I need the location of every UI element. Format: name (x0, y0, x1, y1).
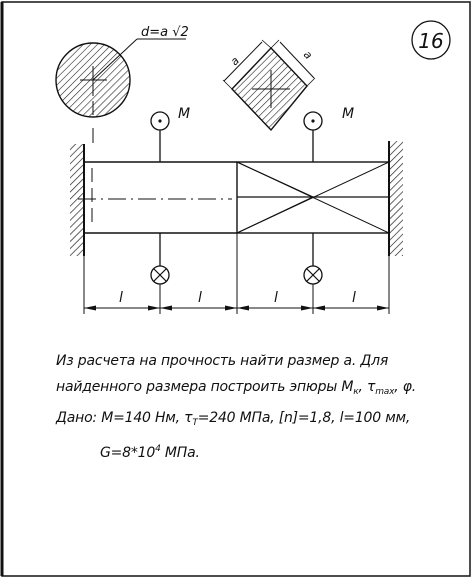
card-number: 16 (418, 29, 443, 53)
dimension-arrows (84, 305, 389, 311)
length-label-4: l (352, 290, 356, 306)
torque-label-left: M (178, 106, 190, 122)
square-diagonal-4 (236, 196, 314, 234)
problem-line-3: Дано: M=140 Нм, τT=240 МПа, [n]=1,8, l=1… (56, 410, 411, 428)
right-wall-hatch (389, 141, 403, 256)
dimension-a-right: a (301, 48, 315, 62)
length-label-1: l (119, 290, 123, 306)
left-wall-hatch (70, 144, 84, 256)
square-diagonal-3 (236, 161, 314, 198)
problem-line-4: G=8*104 МПа. (100, 444, 200, 461)
problem-line-2: найденного размера построить эпюры Mк, τ… (56, 379, 417, 397)
problem-statement: Из расчета на прочность найти размер a. … (56, 348, 461, 466)
dimension-a-left-line (223, 41, 263, 82)
length-label-3: l (274, 290, 278, 306)
torque-label-right: M (342, 106, 354, 122)
diameter-leader (92, 38, 138, 81)
length-label-2: l (198, 290, 202, 306)
problem-line-1: Из расчета на прочность найти размер a. … (56, 353, 389, 369)
dimension-a-right-line (279, 41, 315, 79)
card-number-circle (411, 20, 451, 60)
diameter-formula: d=a √2 (141, 25, 189, 40)
dimension-a-left: a (228, 54, 242, 68)
